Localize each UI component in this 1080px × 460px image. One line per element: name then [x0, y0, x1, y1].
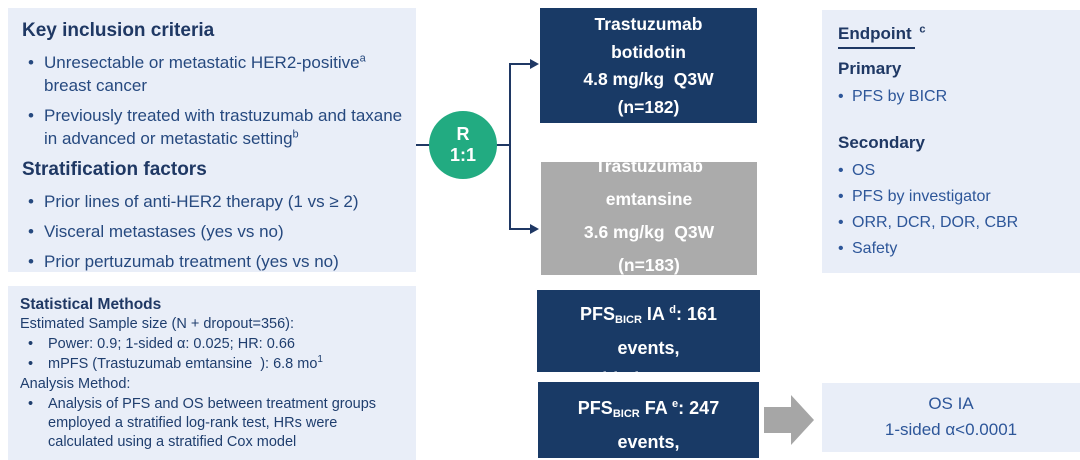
inclusion-item-text: Unresectable or metastatic HER2-positive	[44, 53, 360, 72]
pfs-ia-line1: PFSBICR IA d: 161	[537, 299, 760, 333]
footnote-marker: a	[359, 52, 366, 65]
randomization-circle: R 1:1	[429, 111, 497, 179]
pfs-final-analysis-box: PFSBICR FA e: 247 events,	[538, 382, 759, 458]
primary-heading: Primary	[838, 59, 902, 78]
os-ia-line2: 1-sided α<0.0001	[884, 420, 1018, 439]
stratification-item: Prior pertuzumab treatment (yes vs no)	[22, 250, 404, 273]
stratification-list: Prior lines of anti-HER2 therapy (1 vs ≥…	[22, 190, 404, 273]
arm-box-trastuzumab-botidotin: Trastuzumab botidotin 4.8 mg/kg Q3W (n=1…	[540, 8, 757, 123]
sample-size-item: mPFS (Trastuzumab emtansine ): 6.8 mo1	[20, 355, 406, 374]
endpoint-item: PFS by investigator	[838, 185, 1070, 208]
arm-box-trastuzumab-emtansine: Trastuzumab emtansine 3.6 mg/kg Q3W (n=1…	[541, 162, 757, 275]
arm-line: 4.8 mg/kg Q3W	[583, 69, 714, 89]
arrow-right-icon	[764, 395, 814, 445]
bicr-subscript: BICR	[612, 408, 640, 420]
inclusion-criteria-panel: Key inclusion criteria Unresectable or m…	[8, 8, 416, 273]
endpoint-title: Endpoint c	[838, 22, 1070, 49]
analysis-method-list: Analysis of PFS and OS between treatment…	[20, 395, 406, 452]
arm-box-text: Trastuzumab botidotin 4.8 mg/kg Q3W (n=1…	[540, 8, 757, 121]
endpoint-title-text: Endpoint	[838, 22, 915, 49]
footnote-marker: b	[292, 128, 299, 141]
pfs-ia-line3-clipped: 1-sided α<0.0054	[537, 364, 760, 372]
arm-line: botidotin	[611, 41, 686, 62]
arm-line: (n=182)	[617, 96, 680, 117]
arrowhead-icon	[530, 59, 539, 69]
secondary-endpoint-list: OS PFS by investigator ORR, DCR, DOR, CB…	[838, 159, 1070, 260]
arm-line: (n=183)	[618, 255, 680, 275]
analysis-method-line: Analysis Method:	[20, 376, 131, 392]
arm-line: emtansine	[605, 189, 693, 209]
inclusion-item: Previously treated with trastuzumab and …	[22, 104, 404, 150]
sample-size-item: Power: 0.9; 1-sided α: 0.025; HR: 0.66	[20, 335, 406, 354]
statistical-methods-panel: Statistical Methods Estimated Sample siz…	[8, 286, 416, 460]
spacer	[838, 111, 1070, 125]
stratification-title: Stratification factors	[22, 159, 207, 180]
stratification-item: Visceral metastases (yes vs no)	[22, 220, 404, 243]
pfs-fa-line1: PFSBICR FA e: 247	[538, 393, 759, 427]
key-inclusion-title: Key inclusion criteria	[22, 20, 215, 41]
connector-line-left	[416, 144, 430, 146]
os-ia-line1: OS IA	[928, 394, 974, 413]
sample-size-item-text: Power: 0.9; 1-sided α: 0.025; HR: 0.66	[48, 336, 295, 352]
event-count: : 161	[675, 304, 717, 324]
sample-size-list: Power: 0.9; 1-sided α: 0.025; HR: 0.66 m…	[20, 335, 406, 374]
sample-size-item-text: mPFS (Trastuzumab emtansine ): 6.8 mo	[48, 356, 318, 372]
statistical-methods-title: Statistical Methods	[20, 296, 162, 313]
pfs-label: PFS	[577, 398, 613, 418]
ia-label: IA	[641, 304, 670, 324]
os-interim-analysis-box: OS IA 1-sided α<0.0001	[822, 383, 1080, 452]
randomization-ratio: 1:1	[449, 145, 476, 165]
inclusion-item-text: breast cancer	[44, 76, 147, 95]
fa-label: FA	[639, 398, 673, 418]
inclusion-item: Unresectable or metastatic HER2-positive…	[22, 51, 404, 97]
pfs-label: PFS	[579, 304, 615, 324]
pfs-fa-line2: events,	[617, 432, 680, 452]
inclusion-item-text: Previously treated with trastuzumab and …	[44, 106, 403, 148]
arm-box-text: Trastuzumab emtansine 3.6 mg/kg Q3W (n=1…	[541, 162, 757, 275]
connector-line-vertical	[509, 63, 511, 230]
footnote-marker: 1	[317, 354, 323, 366]
sample-size-line: Estimated Sample size (N + dropout=356):	[20, 316, 295, 332]
endpoint-item: PFS by BICR	[838, 85, 1070, 108]
connector-line-right	[495, 144, 511, 146]
pfs-fa-text: PFSBICR FA e: 247 events,	[538, 382, 759, 458]
inclusion-list: Unresectable or metastatic HER2-positive…	[22, 51, 404, 150]
primary-endpoint-list: PFS by BICR	[838, 85, 1070, 108]
arm-line: Trastuzumab	[595, 162, 703, 176]
analysis-method-item: Analysis of PFS and OS between treatment…	[20, 395, 406, 452]
endpoint-item: Safety	[838, 237, 1070, 260]
connector-line-to-arm1	[509, 63, 530, 65]
pfs-interim-analysis-box: PFSBICR IA d: 161 events, 1-sided α<0.00…	[537, 290, 760, 372]
endpoint-item: OS	[838, 159, 1070, 182]
arm-line: 3.6 mg/kg Q3W	[583, 222, 715, 242]
randomization-letter: R	[456, 124, 470, 144]
endpoint-item: ORR, DCR, DOR, CBR	[838, 211, 1070, 234]
event-count: : 247	[678, 398, 720, 418]
pfs-ia-text: PFSBICR IA d: 161 events, 1-sided α<0.00…	[537, 290, 760, 372]
bicr-subscript: BICR	[615, 314, 642, 326]
footnote-marker: c	[919, 23, 926, 36]
endpoint-panel: Endpoint c Primary PFS by BICR Secondary…	[822, 10, 1080, 273]
secondary-heading: Secondary	[838, 133, 925, 152]
arm-line: Trastuzumab	[594, 14, 703, 34]
footnote-marker: e	[672, 398, 679, 410]
stratification-item: Prior lines of anti-HER2 therapy (1 vs ≥…	[22, 190, 404, 213]
connector-line-to-arm2	[509, 228, 530, 230]
arrowhead-icon	[530, 224, 539, 234]
pfs-ia-line2: events,	[617, 338, 680, 358]
footnote-marker: d	[669, 304, 676, 316]
